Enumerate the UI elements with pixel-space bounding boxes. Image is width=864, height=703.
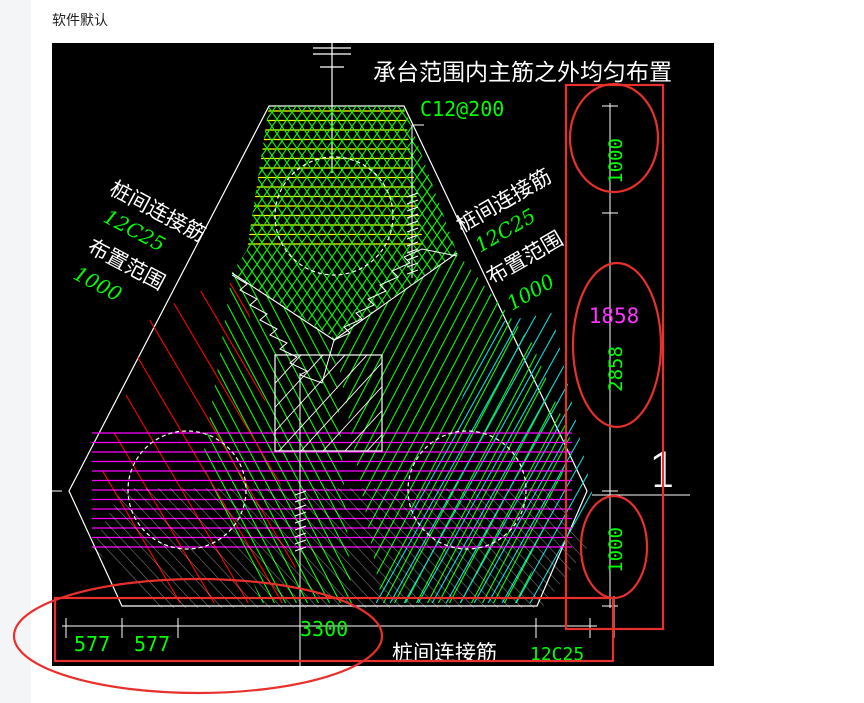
annotation-ellipse-middle bbox=[571, 261, 663, 429]
hatch-line bbox=[503, 488, 587, 608]
top-note-text: 承台范围内主筋之外均匀布置 bbox=[373, 60, 672, 86]
pile-circle-top bbox=[274, 156, 394, 276]
hatch-line bbox=[232, 106, 363, 338]
dim-horizontal-1: 577 bbox=[74, 632, 110, 656]
hatch-line bbox=[491, 488, 587, 608]
magenta-rebar-band bbox=[92, 432, 572, 548]
hatch-line bbox=[471, 253, 572, 603]
hatch-line bbox=[507, 313, 592, 603]
hatch-line bbox=[366, 433, 382, 451]
annotation-ellipse-bottom bbox=[579, 494, 649, 600]
dim-vertical-top: 1000 bbox=[605, 138, 627, 184]
hatch-line bbox=[232, 106, 383, 338]
hatch-line bbox=[202, 273, 286, 603]
vertical-dimension-line bbox=[592, 103, 690, 608]
hatch-line bbox=[300, 361, 382, 451]
annotation-ellipse-bottom-left bbox=[12, 577, 384, 695]
hatch-line bbox=[275, 355, 324, 409]
bottom-connector-spec: 12C25 bbox=[530, 644, 584, 665]
dim-highlight: 1858 bbox=[589, 304, 640, 328]
top-rebar-text: C12@200 bbox=[420, 97, 504, 121]
dim-vertical-middle: 2858 bbox=[605, 346, 627, 392]
annotation-box-bottom bbox=[53, 596, 615, 663]
hatch-line bbox=[92, 282, 227, 603]
hatch-line bbox=[301, 106, 457, 338]
hatch-line bbox=[92, 282, 193, 603]
hatch-line bbox=[372, 313, 569, 603]
dim-horizontal-total: 3300 bbox=[300, 617, 348, 641]
left-gutter bbox=[0, 0, 31, 703]
hatch-line bbox=[232, 106, 323, 338]
hatch-line bbox=[371, 106, 457, 338]
pile-circles bbox=[127, 156, 527, 550]
pile-cap-outline bbox=[68, 105, 588, 607]
hatch-line bbox=[361, 106, 457, 338]
annotation-ellipse-top bbox=[568, 82, 660, 194]
hatch-line bbox=[493, 313, 592, 603]
pile-circle-left bbox=[127, 430, 247, 550]
hatch-line bbox=[127, 282, 302, 603]
hatch-line bbox=[291, 106, 457, 338]
hatch-line bbox=[275, 355, 302, 385]
hatch-line bbox=[232, 106, 313, 338]
hatch-line bbox=[493, 253, 572, 603]
hatch-line bbox=[275, 355, 346, 433]
column-box-hatch bbox=[275, 355, 382, 451]
hatch-line bbox=[232, 106, 333, 338]
hatch-line bbox=[232, 106, 393, 338]
hatch-line bbox=[232, 106, 353, 338]
pile-circle-right bbox=[407, 430, 527, 550]
hatch-line bbox=[527, 488, 587, 608]
hatch-line bbox=[278, 355, 368, 451]
hatch-line bbox=[479, 313, 592, 603]
hatch-line bbox=[161, 282, 302, 603]
hatch-line bbox=[334, 253, 431, 603]
hatch-line bbox=[515, 488, 587, 608]
column-box bbox=[274, 354, 383, 452]
hatch-line bbox=[437, 313, 592, 603]
hatch-line bbox=[344, 409, 382, 451]
hatch-line bbox=[479, 488, 587, 608]
zigzag-stirrup-left bbox=[231, 274, 335, 384]
hatch-line bbox=[232, 106, 303, 338]
hatch-line bbox=[482, 253, 572, 603]
hatch-line bbox=[232, 106, 373, 338]
hatch-line bbox=[322, 385, 382, 451]
hatch-line bbox=[381, 313, 583, 603]
hatch-line bbox=[334, 253, 420, 603]
hatch-line bbox=[451, 313, 592, 603]
dim-horizontal-2: 577 bbox=[134, 632, 170, 656]
hatch-line bbox=[202, 273, 297, 603]
hatch-line bbox=[372, 313, 555, 603]
top-axis-marker bbox=[313, 43, 351, 173]
header-label: 软件默认 bbox=[52, 13, 108, 29]
dim-vertical-bottom: 1000 bbox=[605, 527, 627, 573]
top-note-leader bbox=[411, 124, 424, 278]
zigzag-stirrup-right bbox=[333, 248, 458, 341]
